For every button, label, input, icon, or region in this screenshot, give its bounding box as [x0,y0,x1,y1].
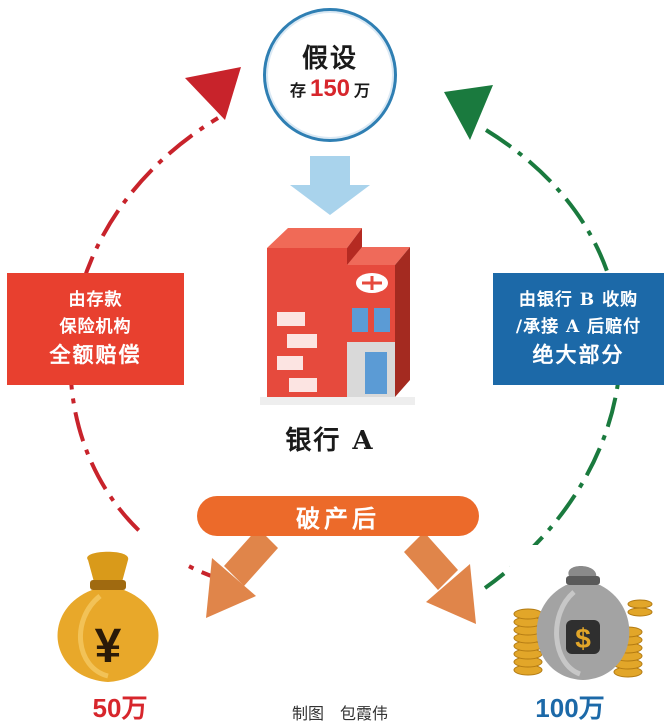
svg-text:$: $ [575,623,591,654]
left-amount-label: 50万 [92,693,148,723]
left-cycle-arrowhead [185,67,241,120]
deposit-prefix: 存 [289,81,306,100]
right-box-line-1: 由银行 B 收购 [518,290,639,310]
bank-name-label: 银行 A [285,426,375,456]
right-box-line-2: /承接 A 后赔付 [515,317,642,337]
dollar-money-bag-with-coins-icon: $ [510,545,653,685]
right-cycle-arrowhead [444,85,493,140]
right-box-line-3: 绝大部分 [532,344,625,367]
yuan-money-bag-icon: ¥ [38,533,188,685]
bank-b-acquisition-box: 由银行 B 收购 /承接 A 后赔付 绝大部分 [493,273,664,385]
right-amount-label: 100万 [535,693,605,723]
svg-text:¥: ¥ [95,620,122,673]
left-outcome-arrow [206,528,278,618]
bankruptcy-pill: 破产后 [197,496,479,536]
left-box-line-2: 保险机构 [59,317,132,337]
hypothesis-title: 假设 [301,44,358,74]
deposit-insurance-box: 由存款 保险机构 全额赔偿 [7,273,184,385]
bank-building-icon [260,228,415,405]
left-box-line-3: 全额赔偿 [49,344,142,367]
credit-label: 制图 包霞伟 [291,704,388,723]
deposit-amount: 150 [309,75,351,102]
right-outcome-arrow [404,532,476,624]
down-arrow [290,156,370,215]
deposit-unit: 万 [354,81,371,100]
left-box-line-1: 由存款 [68,290,123,310]
